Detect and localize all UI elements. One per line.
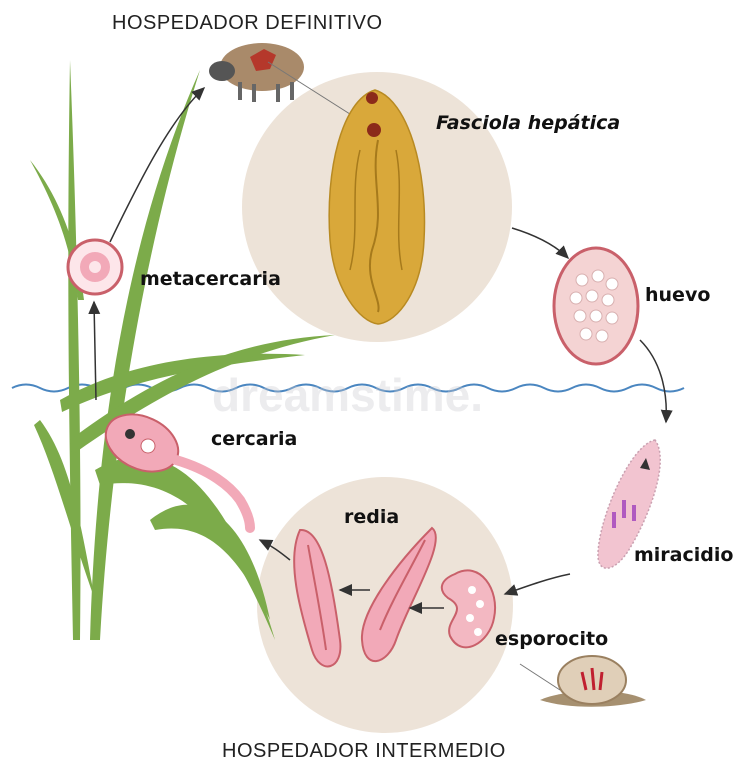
redia-label: redia [344, 506, 399, 528]
snail-icon [540, 656, 646, 707]
arrow-fluke-to-egg [512, 228, 568, 258]
intermediate-host-label: HOSPEDADOR INTERMEDIO [222, 740, 506, 763]
metacercaria-icon [68, 240, 122, 294]
snail-pointer [520, 664, 560, 690]
miracidio-label: miracidio [634, 544, 733, 566]
arrow-egg-to-miracidium [640, 340, 666, 422]
cercaria-label: cercaria [211, 428, 297, 450]
species-title: Fasciola hepática [436, 112, 620, 134]
definitive-host-label: HOSPEDADOR DEFINITIVO [112, 12, 383, 35]
sheep-icon [209, 43, 304, 102]
arrow-miracidium-to-sporocyst [505, 574, 570, 594]
egg-icon [554, 248, 638, 364]
watermark: dreamstime. [212, 368, 483, 422]
metacercaria-label: metacercaria [140, 268, 281, 290]
huevo-label: huevo [645, 284, 710, 306]
esporocito-label: esporocito [495, 628, 608, 650]
